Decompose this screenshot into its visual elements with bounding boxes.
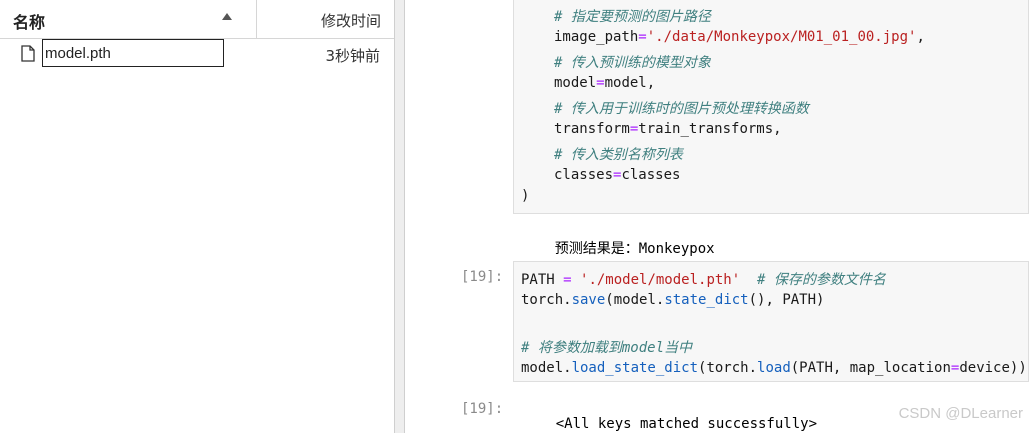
cell-output: <All keys matched successfully> [522, 400, 817, 448]
code-text: classes [621, 167, 681, 183]
code-text: ) [521, 188, 530, 204]
code-operator: = [638, 29, 647, 45]
modified-column-label: 修改时间 [320, 12, 381, 30]
code-string: './model/model.pth' [571, 272, 741, 288]
code-text: model. [521, 360, 572, 376]
code-text: , [916, 29, 925, 45]
file-name-rename-input[interactable]: model.pth [42, 39, 224, 67]
code-text: classes [554, 167, 614, 183]
code-text: train_transforms, [638, 121, 782, 137]
watermark: CSDN @DLearner [898, 405, 1023, 422]
code-function: load_state_dict [571, 360, 699, 376]
code-function: load [757, 360, 791, 376]
code-string: './data/Monkeypox/M01_01_00.jpg' [646, 29, 917, 45]
code-comment: # 传入预训练的模型对象 [554, 55, 711, 71]
code-text: (PATH, map_location [790, 360, 951, 376]
code-comment: # 传入类别名称列表 [554, 147, 683, 163]
code-comment: # 将参数加载到model当中 [521, 340, 693, 356]
code-operator: = [613, 167, 622, 183]
panel-splitter[interactable] [394, 0, 405, 433]
code-text: device)) [959, 360, 1027, 376]
code-text: image_path [554, 29, 639, 45]
modified-column-header[interactable]: 修改时间 [257, 0, 394, 38]
code-operator: = [563, 272, 572, 288]
file-row[interactable]: model.pth 3秒钟前 [0, 39, 394, 69]
code-operator: = [596, 75, 605, 91]
code-cell-input[interactable]: # 指定要预测的图片路径 image_path='./data/Monkeypo… [513, 0, 1029, 214]
output-prompt: [19]: [461, 401, 504, 417]
code-function: save [571, 292, 606, 308]
name-column-label: 名称 [13, 13, 46, 32]
cell-output: 预测结果是：Monkeypox [521, 222, 715, 274]
file-browser: 名称 修改时间 model.pth 3秒钟前 [0, 0, 394, 433]
code-text: model [554, 75, 597, 91]
file-modified-time: 3秒钟前 [325, 47, 380, 65]
output-text: <All keys matched successfully> [555, 416, 818, 432]
code-text: (torch. [698, 360, 758, 376]
code-operator: = [950, 360, 960, 376]
code-text: (model. [605, 292, 665, 308]
code-operator: = [629, 121, 639, 137]
code-text: PATH [521, 272, 564, 288]
code-text: model, [604, 75, 656, 91]
name-column-header[interactable]: 名称 [0, 0, 257, 38]
code-cell-input[interactable]: PATH = './model/model.pth' # 保存的参数文件名 to… [513, 261, 1029, 382]
code-comment: # 传入用于训练时的图片预处理转换函数 [554, 101, 809, 117]
code-comment: # 指定要预测的图片路径 [554, 9, 711, 25]
file-icon [21, 45, 35, 62]
code-comment: # 保存的参数文件名 [740, 272, 886, 288]
code-text: (), PATH) [748, 292, 825, 308]
output-text: 预测结果是：Monkeypox [554, 241, 715, 257]
sort-ascending-icon[interactable] [222, 13, 232, 20]
code-text: torch. [521, 292, 572, 308]
file-list-header: 名称 修改时间 [0, 0, 394, 39]
code-text: transform [554, 121, 630, 137]
input-prompt: [19]: [461, 269, 504, 285]
code-function: state_dict [664, 292, 749, 308]
